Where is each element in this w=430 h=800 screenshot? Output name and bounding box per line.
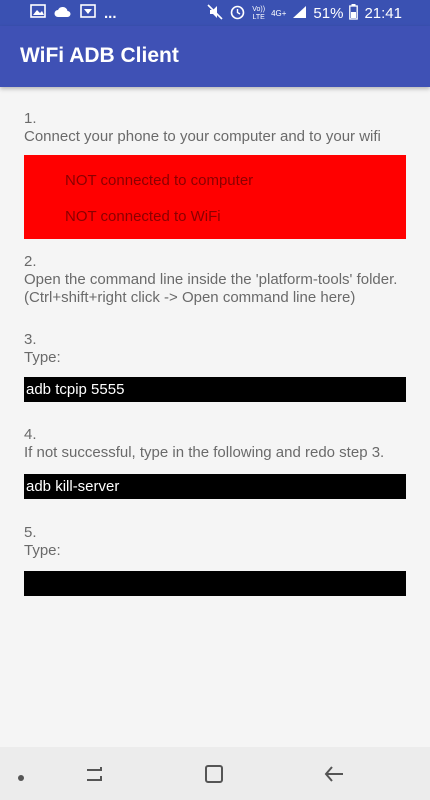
alarm-icon: [229, 3, 246, 24]
image-icon: [30, 4, 46, 23]
step-text: Connect your phone to your computer and …: [24, 128, 381, 145]
step-4: 4. If not successful, type in the follow…: [24, 426, 414, 462]
main-content: 1. Connect your phone to your computer a…: [24, 110, 414, 596]
step-number: 1.: [24, 110, 37, 127]
step-text: Type:: [24, 349, 61, 366]
step-text: Type:: [24, 542, 61, 559]
step-number: 5.: [24, 524, 37, 541]
app-title: WiFi ADB Client: [20, 44, 179, 67]
step-2: 2. Open the command line inside the 'pla…: [24, 253, 414, 307]
step-number: 4.: [24, 426, 37, 443]
status-overflow: ...: [104, 5, 117, 22]
step-number: 2.: [24, 253, 37, 270]
connect-command-field[interactable]: [24, 571, 406, 596]
status-bar-left: ...: [30, 4, 117, 23]
connection-status-box: NOT connected to computer NOT connected …: [24, 155, 406, 239]
clock: 21:41: [364, 5, 402, 22]
battery-icon: [349, 3, 359, 24]
download-icon: [80, 4, 96, 23]
computer-status: NOT connected to computer: [65, 172, 254, 189]
volte-icon: Vo)) LTE: [252, 5, 266, 21]
step-hint: (Ctrl+shift+right click -> Open command …: [24, 289, 356, 306]
dot-icon[interactable]: [17, 769, 25, 787]
app-bar: WiFi ADB Client: [0, 26, 430, 87]
tcpip-command-field[interactable]: adb tcpip 5555: [24, 377, 406, 402]
kill-server-command-field[interactable]: adb kill-server: [24, 474, 406, 499]
status-bar-right: Vo)) LTE 4G+ 51% 21:41: [207, 3, 402, 24]
step-number: 3.: [24, 331, 37, 348]
network-type-label: 4G+: [271, 9, 287, 18]
battery-percent: 51%: [313, 5, 344, 22]
back-icon[interactable]: [323, 764, 345, 789]
cloud-icon: [54, 5, 72, 23]
home-icon[interactable]: [204, 764, 224, 789]
status-bar: ... Vo)) LTE 4G+ 51% 21:41: [0, 0, 430, 26]
step-text: Open the command line inside the 'platfo…: [24, 271, 398, 288]
navigation-bar: [0, 747, 430, 800]
recents-icon[interactable]: [84, 764, 106, 789]
wifi-status: NOT connected to WiFi: [65, 208, 221, 225]
step-text: If not successful, type in the following…: [24, 444, 385, 461]
step-5: 5. Type:: [24, 524, 414, 560]
step-1: 1. Connect your phone to your computer a…: [24, 110, 414, 146]
signal-icon: [292, 5, 307, 23]
step-3: 3. Type:: [24, 331, 414, 367]
mute-icon: [207, 3, 223, 24]
